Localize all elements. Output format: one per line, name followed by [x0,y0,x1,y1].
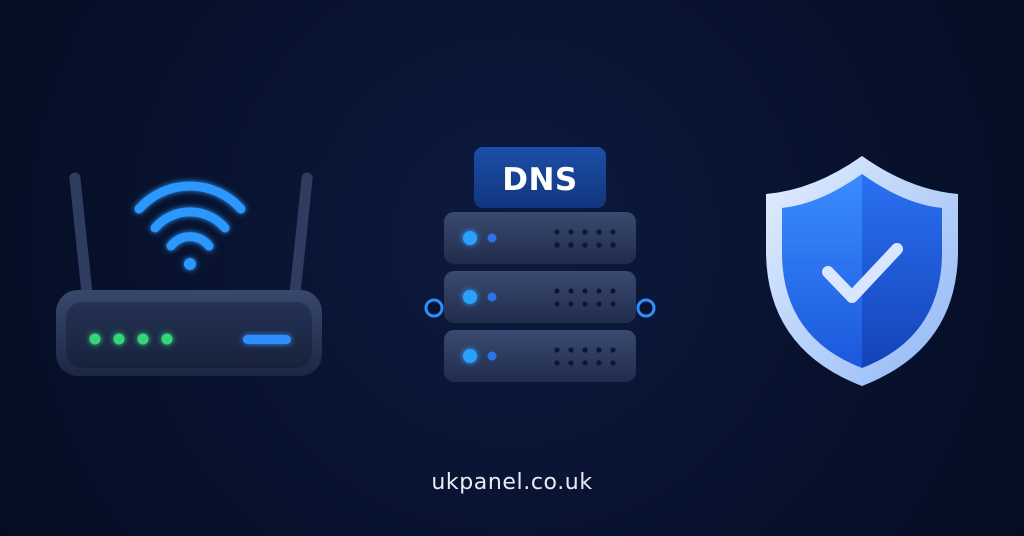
server-stack-icon [444,212,636,382]
connector-node-right [636,298,656,318]
dns-tag-box [474,147,606,208]
router-status-leds [89,333,173,345]
router-led [161,333,173,345]
wifi-arc-middle [150,207,230,233]
wifi-dot [184,258,196,270]
server-vent-grid [554,288,616,307]
server-light-primary [463,349,477,363]
footer-url: ukpanel.co.uk [431,470,593,495]
server-vent-grid [554,229,616,248]
router-led [113,333,125,345]
dns-label: DNS [502,162,578,198]
wifi-arc-outer [134,181,246,214]
router-antenna-left [69,172,93,299]
router-face [66,302,312,368]
connector-lines [318,298,784,318]
dns-tag: DNS [474,147,606,208]
wifi-arc-inner [166,232,214,251]
router-activity-bar [243,335,291,344]
server-vent-grid [554,347,616,366]
router-led [137,333,149,345]
connector-node-left [424,298,444,318]
check-mark-icon [822,243,903,303]
router-antenna-right [289,172,313,299]
shield-face-right [862,174,942,368]
shield-face-left [782,174,862,368]
server-light-primary [463,290,477,304]
server-unit-middle [444,271,636,323]
shield-check-icon [766,156,958,386]
server-light-secondary [487,351,497,361]
server-unit-bottom [444,330,636,382]
server-light-secondary [487,233,497,243]
wifi-icon [134,181,246,270]
router-icon [56,172,322,376]
server-light-secondary [487,292,497,302]
server-light-primary [463,231,477,245]
router-led [89,333,101,345]
server-unit-top [444,212,636,264]
